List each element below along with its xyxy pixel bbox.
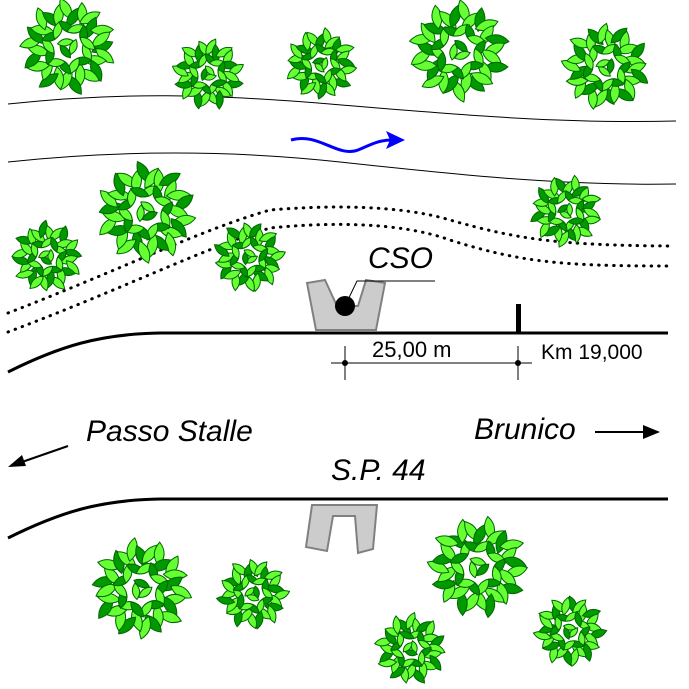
km-marker-post [516,304,521,334]
tree-icon [11,219,83,292]
river-bank-upper [7,95,677,123]
tree-icon [98,160,197,264]
km-label: Km 19,000 [541,341,643,364]
tree-icon [373,611,446,684]
tree-icon [408,0,510,103]
tree-icon [426,515,529,619]
arrow-right-icon [595,425,660,439]
dotted-path-lower [6,222,670,334]
road-edge-upper [7,331,668,374]
road-label: S.P. 44 [331,454,426,487]
tree-icon [532,595,608,667]
tree-icon [530,174,602,248]
passo-stalle-label: Passo Stalle [86,415,253,448]
trees [11,0,649,684]
tree-icon [213,222,287,293]
arrow-left-icon [8,445,69,467]
tree-icon [19,0,115,95]
tree-icon [560,22,649,111]
tree-icon [286,27,358,100]
road-edge-lower [7,497,668,540]
tree-icon [171,38,244,110]
distance-label: 25,00 m [372,337,452,362]
cso-leader-line [344,280,435,307]
tree-icon [215,558,291,630]
tree-icon [91,537,193,640]
brunico-label: Brunico [474,413,576,446]
dimension-line [331,346,532,380]
cso-label: CSO [368,242,433,275]
cso-structure [305,278,435,331]
flow-direction-arrow-icon [290,131,405,153]
culvert-structure [304,504,379,555]
river-bank-lower [7,152,677,185]
